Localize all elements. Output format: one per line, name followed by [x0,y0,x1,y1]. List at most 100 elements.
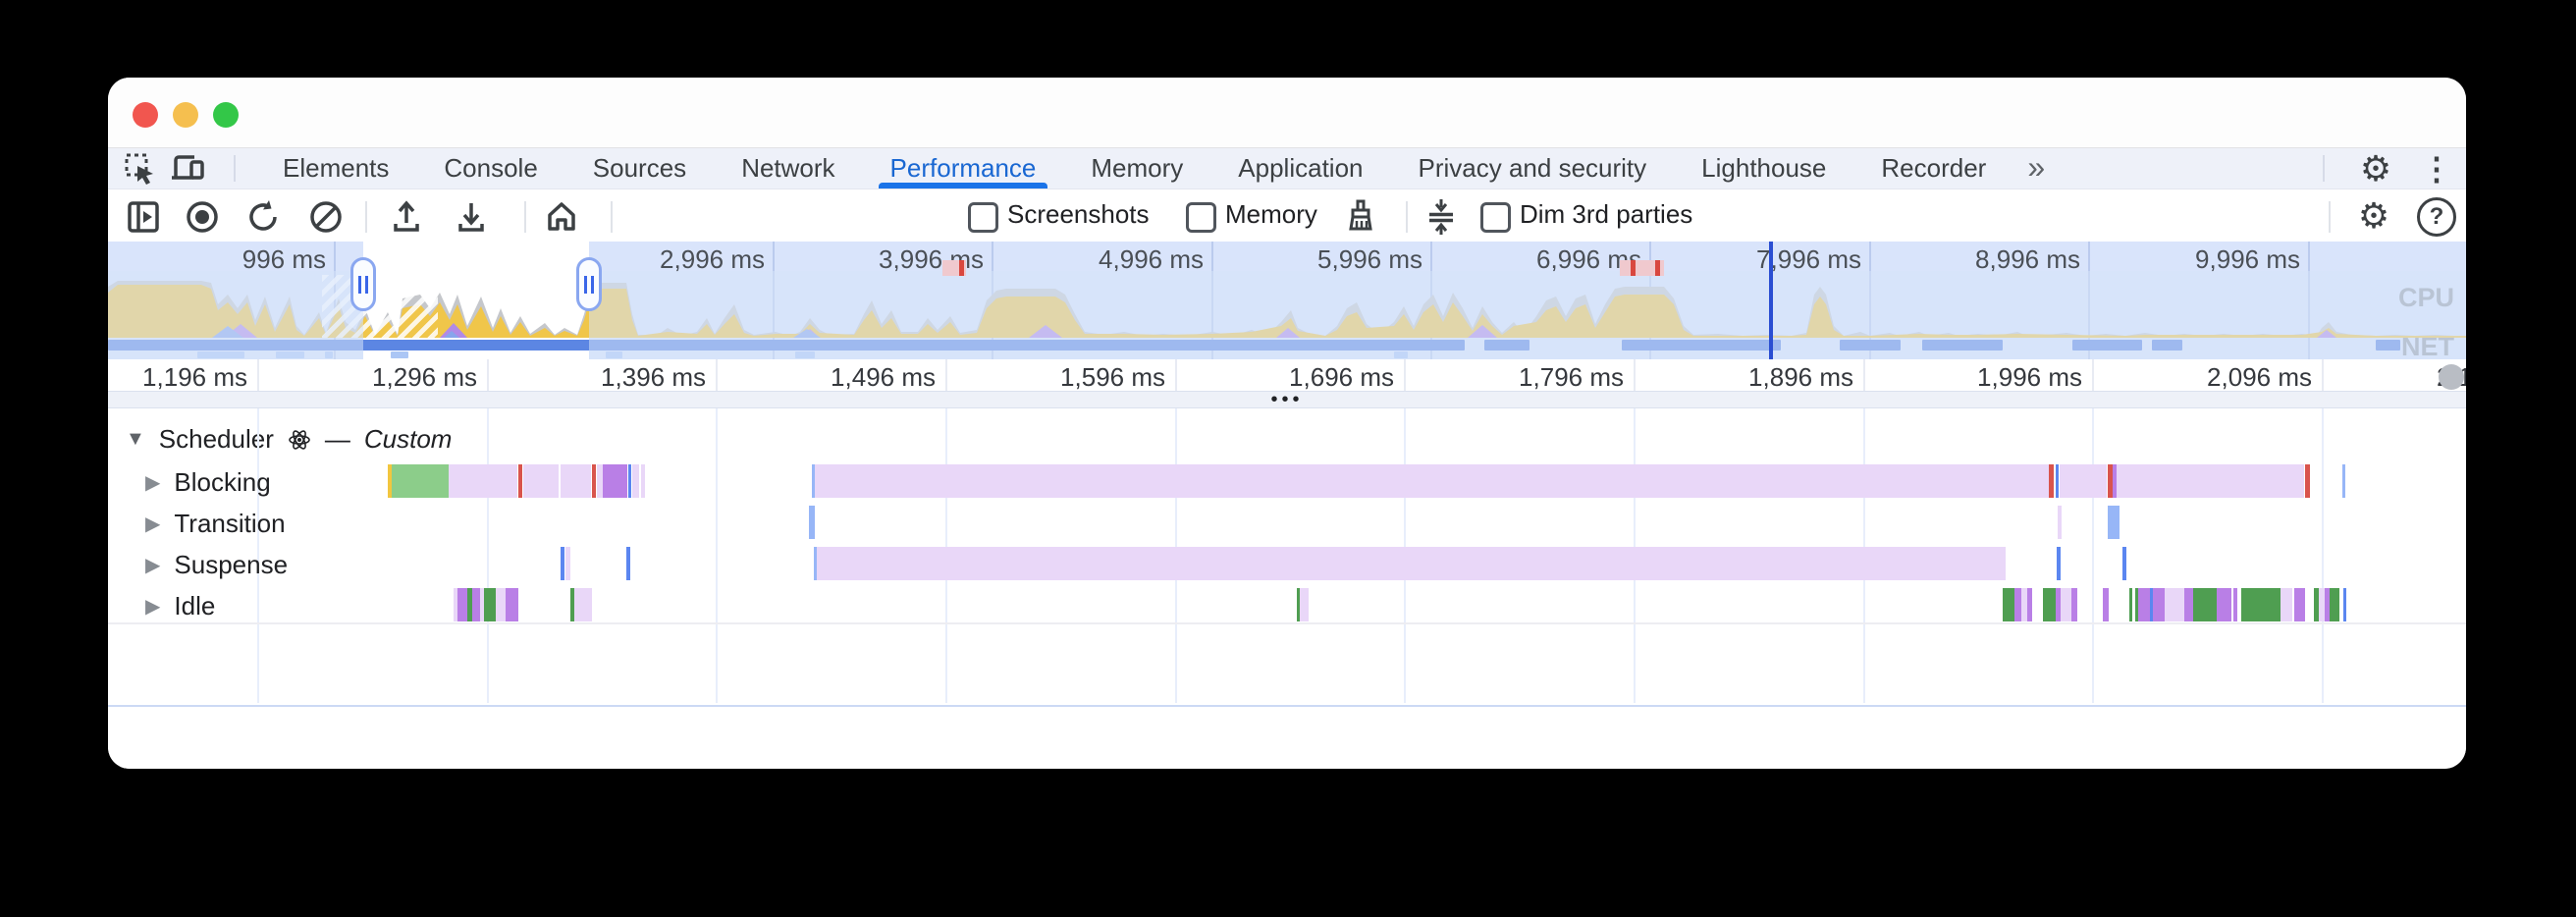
kebab-menu-icon[interactable]: ⋮ [2421,150,2452,187]
dim-3rd-parties-label[interactable]: Dim 3rd parties [1520,199,1693,229]
flame-bar-purple[interactable] [2153,588,2165,621]
reload-icon[interactable] [243,197,283,237]
flame-bar-blue_light[interactable] [2108,506,2120,539]
flame-bar-lavender[interactable] [632,464,639,498]
selection-left-handle[interactable] [350,257,376,311]
tab-application[interactable]: Application [1238,153,1364,183]
home-icon[interactable] [542,197,581,237]
flame-bar-green_dark[interactable] [467,588,472,621]
flame-bar-lavender[interactable] [496,588,506,621]
flame-bar-lavender[interactable] [574,588,592,621]
collapse-rows-icon[interactable] [1422,197,1461,237]
row-label-idle[interactable]: ▶Idle [145,591,215,621]
row-label-suspense[interactable]: ▶Suspense [145,550,288,580]
flame-bar-green_dark[interactable] [2193,588,2217,621]
flame-bar-purple[interactable] [2113,464,2117,498]
row-label-blocking[interactable]: ▶Blocking [145,467,271,498]
flame-bar-green_dark[interactable] [2241,588,2281,621]
flame-bar-blue[interactable] [2343,588,2346,621]
flame-bar-blue[interactable] [2150,588,2153,621]
flame-bar-red[interactable] [518,464,522,498]
flame-bar-blue[interactable] [626,547,630,580]
expand-triangle-icon[interactable]: ▶ [145,513,161,535]
flame-bar-purple[interactable] [2217,588,2231,621]
flame-bar-lavender[interactable] [2060,464,2107,498]
playhead-line[interactable] [1769,242,1773,359]
close-window-button[interactable] [133,102,158,128]
more-tabs-chevrons-icon[interactable]: » [2027,149,2046,185]
track-header-scheduler[interactable]: ▼ Scheduler — Custom [126,424,452,455]
tab-sources[interactable]: Sources [592,153,687,183]
tab-recorder[interactable]: Recorder [1881,153,1987,183]
flame-bar-green_dark[interactable] [484,588,496,621]
flame-bar-red[interactable] [2305,464,2310,498]
flame-bar-purple[interactable] [2233,588,2237,621]
scrollbar-thumb[interactable] [2439,364,2464,390]
panel-resize-handle[interactable]: ••• [108,390,2466,409]
flame-bar-green_dark[interactable] [2003,588,2014,621]
flame-bar-blue[interactable] [2122,547,2126,580]
flame-chart[interactable]: ▼ Scheduler — Custom ▶Blocking▶Transitio… [108,408,2466,707]
flame-bar-red[interactable] [592,464,596,498]
flame-bar-purple[interactable] [603,464,627,498]
screenshots-label[interactable]: Screenshots [1007,199,1150,229]
flame-bar-blue[interactable] [2056,464,2059,498]
expand-triangle-icon[interactable]: ▶ [145,472,161,494]
flame-bar-lavender[interactable] [480,588,484,621]
tab-elements[interactable]: Elements [283,153,390,183]
flame-bar-purple[interactable] [457,588,467,621]
sidebar-toggle-icon[interactable] [124,197,163,237]
tab-console[interactable]: Console [444,153,538,183]
flame-bar-lavender[interactable] [2165,588,2184,621]
flame-bar-lavender[interactable] [523,464,559,498]
flame-bar-yellow[interactable] [388,464,392,498]
tab-performance[interactable]: Performance [863,148,1064,189]
garbage-collect-brush-icon[interactable] [1341,197,1380,237]
screenshots-checkbox[interactable] [968,202,998,233]
flame-bar-lavender[interactable] [597,464,603,498]
flame-bar-purple[interactable] [2294,588,2305,621]
selection-right-handle[interactable] [576,257,602,311]
tab-network[interactable]: Network [741,153,835,183]
dim-3rd-parties-checkbox[interactable] [1480,202,1511,233]
flame-bar-lavender[interactable] [641,464,645,498]
flame-bar-purple[interactable] [472,588,480,621]
flame-bar-lavender[interactable] [2319,588,2325,621]
expand-triangle-icon[interactable]: ▶ [145,555,161,576]
flame-bar-green_dark[interactable] [2135,588,2138,621]
device-toolbar-icon[interactable] [169,151,206,187]
inspect-cursor-icon[interactable] [122,151,159,187]
zoom-window-button[interactable] [213,102,239,128]
flame-bar-green_dark[interactable] [2129,588,2132,621]
flame-bar-blue[interactable] [561,547,564,580]
tab-lighthouse[interactable]: Lighthouse [1701,153,1827,183]
timeline-overview[interactable]: CPU NET 996 ms1,996 ms2,996 ms3,996 ms4,… [108,242,2466,359]
flame-bar-purple[interactable] [2071,588,2077,621]
flame-bar-green_dark[interactable] [2314,588,2319,621]
expand-triangle-icon[interactable]: ▶ [145,596,161,618]
flame-bar-purple[interactable] [2014,588,2021,621]
flame-bar-lavender[interactable] [2117,464,2304,498]
flame-bar-red[interactable] [2049,464,2054,498]
flame-bar-lavender[interactable] [815,464,2049,498]
tab-privacy-and-security[interactable]: Privacy and security [1418,153,1647,183]
record-icon[interactable] [183,197,222,237]
flame-bar-purple[interactable] [2103,588,2109,621]
flame-bar-purple[interactable] [2184,588,2193,621]
flame-bar-blue_light[interactable] [2342,464,2345,498]
help-icon[interactable]: ? [2417,197,2456,237]
flame-bar-lavender[interactable] [2021,588,2027,621]
flame-bar-lavender[interactable] [2061,588,2071,621]
flame-bar-blue_light[interactable] [812,464,815,498]
flame-bar-green_dark[interactable] [2043,588,2056,621]
flame-bar-green_dark[interactable] [2330,588,2339,621]
flame-bar-lavender[interactable] [817,547,2006,580]
flame-bar-purple[interactable] [506,588,518,621]
capture-settings-gear-icon[interactable]: ⚙ [2357,194,2390,236]
flame-bar-purple[interactable] [2325,588,2330,621]
flame-bar-lavender[interactable] [565,547,570,580]
download-icon[interactable] [452,197,491,237]
flame-bar-purple[interactable] [2027,588,2032,621]
flame-bar-lavender[interactable] [1300,588,1309,621]
minimize-window-button[interactable] [173,102,198,128]
